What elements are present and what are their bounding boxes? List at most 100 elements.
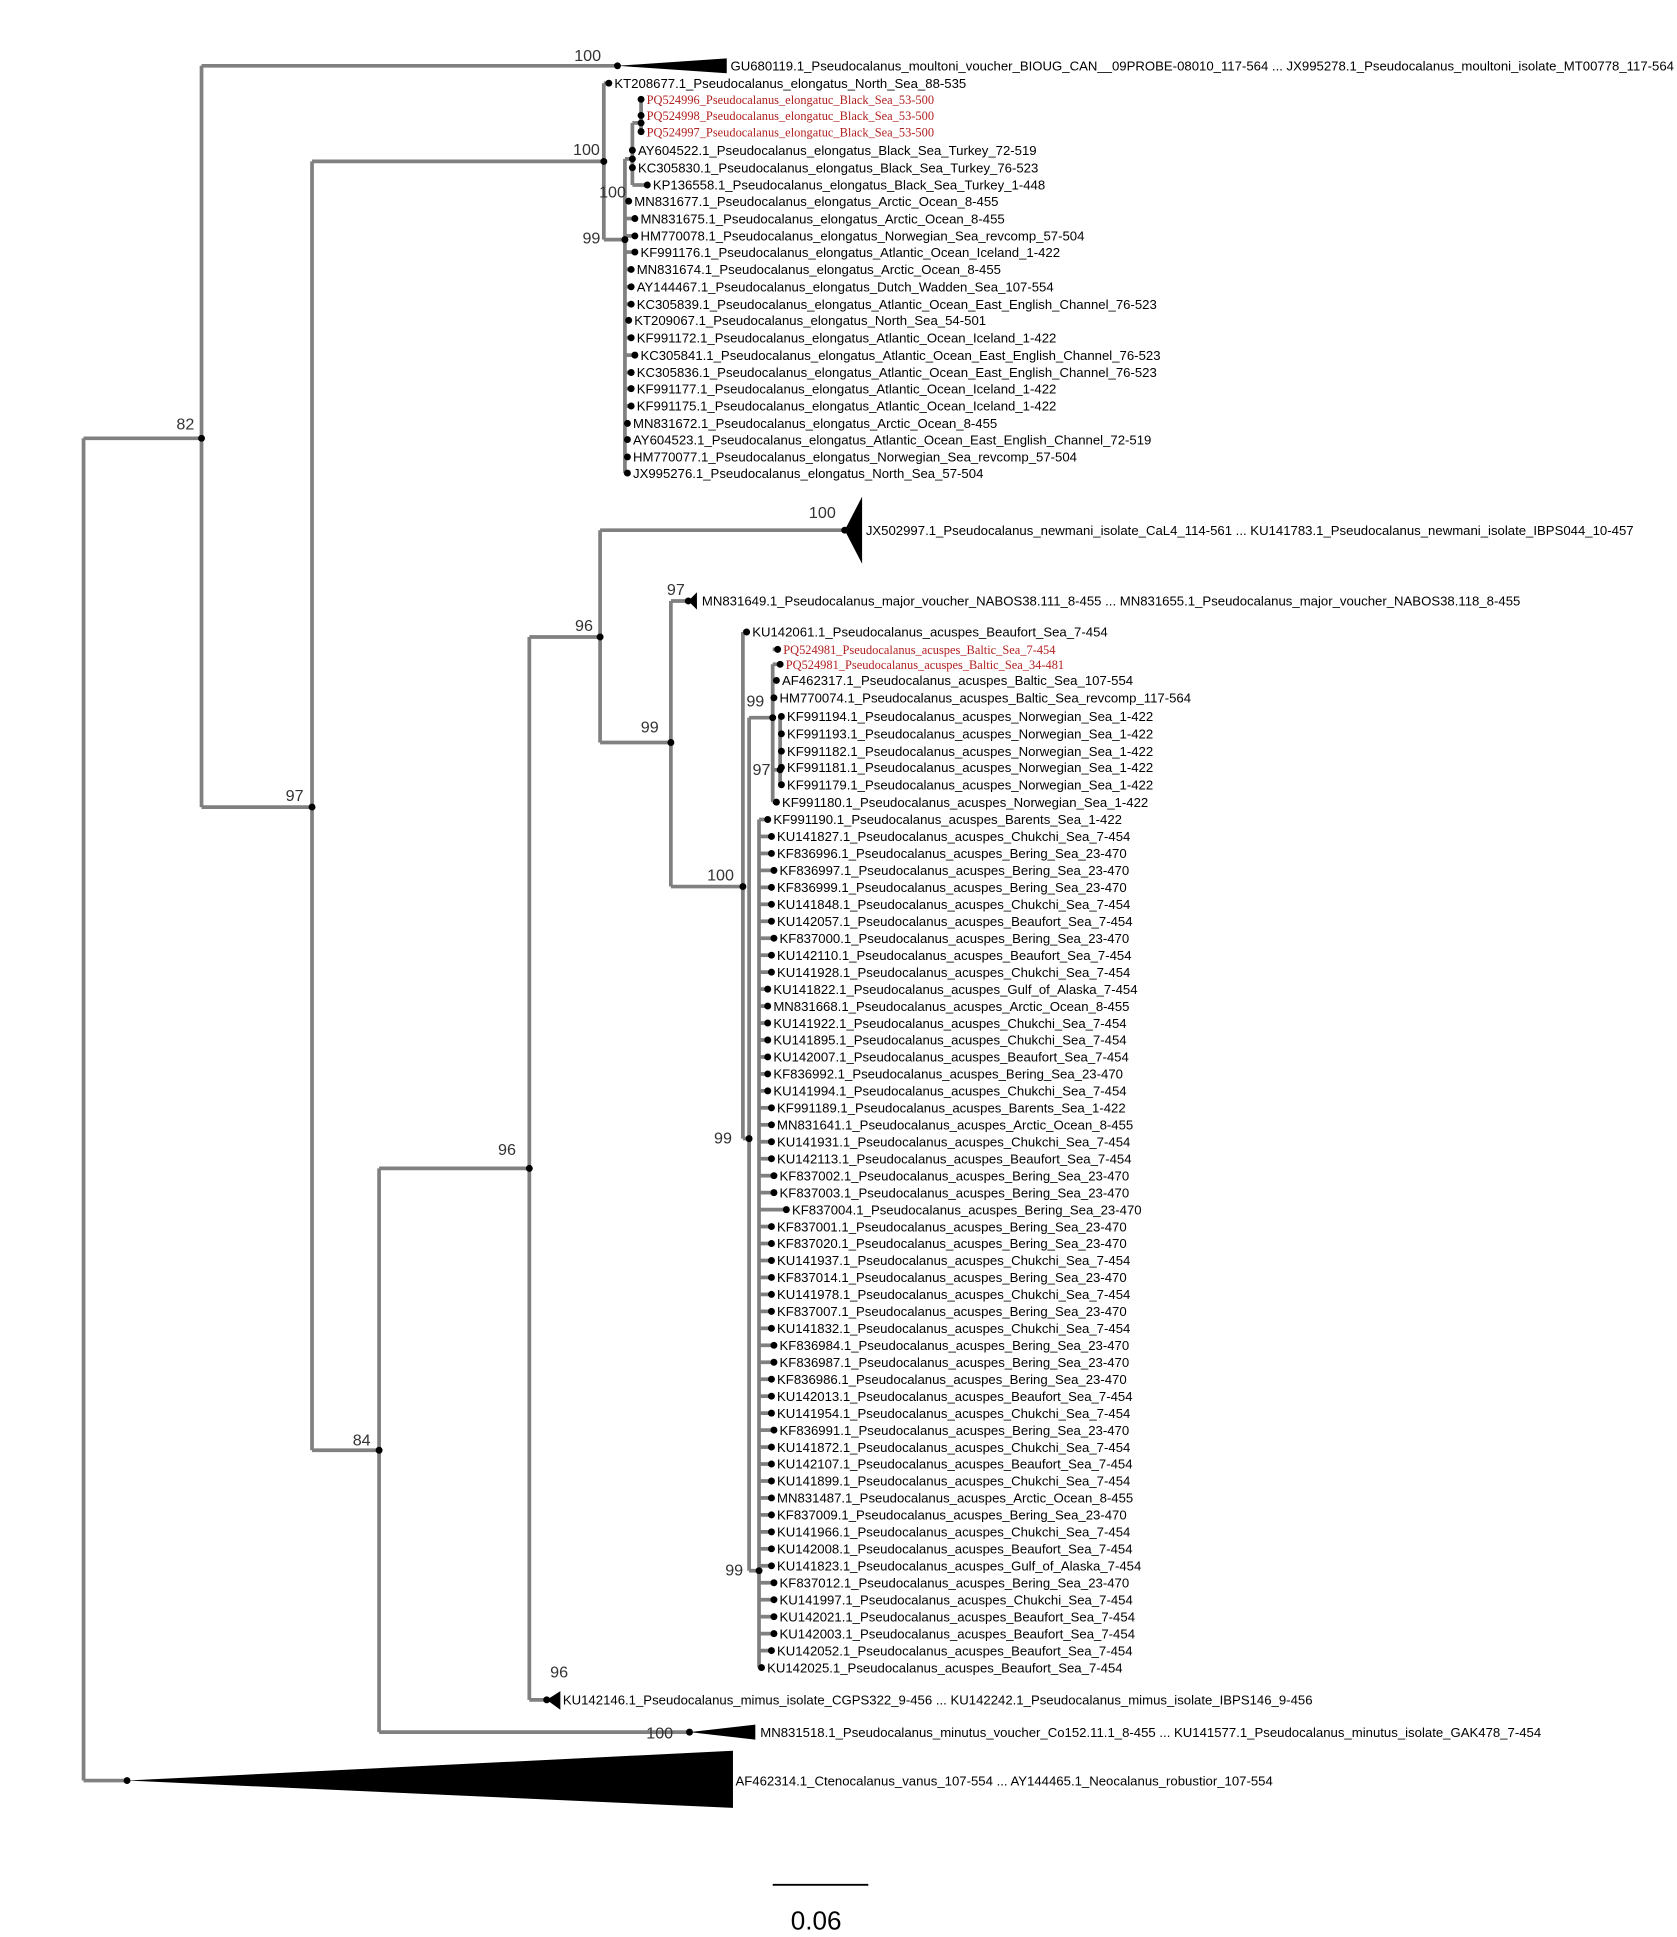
node-dot [770,1630,778,1638]
leaf-label: KU141899.1_Pseudocalanus_acuspes_Chukchi… [777,1474,1130,1489]
node-dot [767,1511,775,1519]
node-dot [770,1172,778,1180]
node-dot [770,1613,778,1621]
leaf-label: MN831487.1_Pseudocalanus_acuspes_Arctic_… [777,1491,1133,1506]
leaf-label: AY604523.1_Pseudocalanus_elongatus_Atlan… [633,432,1151,447]
leaf-label: KU142007.1_Pseudocalanus_acuspes_Beaufor… [773,1050,1129,1065]
node-dot [628,155,636,163]
new-sequence-label: PQ524997_Pseudocalanus_elongatuc_Black_S… [647,125,934,139]
leaf-label: KU141954.1_Pseudocalanus_acuspes_Chukchi… [777,1406,1130,1421]
leaf-label: KU142021.1_Pseudocalanus_acuspes_Beaufor… [780,1609,1136,1624]
node-dot [198,434,206,442]
bootstrap-value: 99 [725,1562,743,1580]
node-dot [767,951,775,959]
bootstrap-value: 97 [286,787,304,805]
node-dot [767,917,775,925]
node-dot [543,1696,551,1704]
node-dot [770,1358,778,1366]
leaf-label: KC305830.1_Pseudocalanus_elongatus_Black… [638,160,1038,175]
leaf-label: KU142057.1_Pseudocalanus_acuspes_Beaufor… [777,914,1133,929]
leaf-label: KF837007.1_Pseudocalanus_acuspes_Bering_… [777,1304,1127,1319]
node-dot [743,628,751,636]
bootstrap-value: 84 [353,1431,371,1449]
leaf-label: KU141872.1_Pseudocalanus_acuspes_Chukchi… [777,1440,1130,1455]
collapsed-clade-minutus [689,1724,756,1740]
node-dot [772,676,780,684]
node-dot [745,1135,753,1143]
scale-bar-label: 0.06 [791,1906,842,1936]
leaf-label: KF837004.1_Pseudocalanus_acuspes_Bering_… [792,1202,1142,1217]
node-dot [770,1426,778,1434]
node-dot [767,849,775,857]
leaf-label: KU142008.1_Pseudocalanus_acuspes_Beaufor… [777,1542,1133,1557]
leaf-label: KU141922.1_Pseudocalanus_acuspes_Chukchi… [773,1016,1126,1031]
collapsed-clade-newmani [844,496,863,564]
leaf-label: KF991189.1_Pseudocalanus_acuspes_Barents… [777,1101,1126,1116]
node-dot [637,111,645,119]
collapsed-clade-outgroup [127,1750,733,1808]
node-dot [770,866,778,874]
leaf-label: KF837003.1_Pseudocalanus_acuspes_Bering_… [780,1185,1130,1200]
leaf-label: KF837020.1_Pseudocalanus_acuspes_Bering_… [777,1236,1127,1251]
collapsed-clade-moultoni [617,58,727,74]
node-dot [627,334,635,342]
node-dot [777,781,785,789]
node-dot [770,1189,778,1197]
collapsed-label-outgroup: AF462314.1_Ctenocalanus_vanus_107-554 ..… [735,1773,1272,1788]
node-dot [621,236,629,244]
leaf-label: MN831641.1_Pseudocalanus_acuspes_Arctic_… [777,1118,1133,1133]
collapsed-label-major: MN831649.1_Pseudocalanus_major_voucher_N… [702,594,1520,609]
leaf-label: KU141928.1_Pseudocalanus_acuspes_Chukchi… [777,965,1130,980]
node-dot [774,645,782,653]
node-dot [631,248,639,256]
node-dot [770,1341,778,1349]
node-dot [764,1053,772,1061]
node-dot [770,934,778,942]
node-dot [767,1240,775,1248]
bootstrap-value: 82 [176,416,194,434]
node-dot [767,1494,775,1502]
node-dot [764,985,772,993]
bootstrap-value: 100 [599,183,626,201]
leaf-label: HM770078.1_Pseudocalanus_elongatus_Norwe… [640,229,1084,244]
leaf-label: KF836992.1_Pseudocalanus_acuspes_Bering_… [773,1067,1123,1082]
node-dot [776,660,784,668]
node-dot [123,1777,131,1785]
leaf-label: HM770077.1_Pseudocalanus_elongatus_Norwe… [633,450,1077,465]
node-dot [637,119,645,127]
node-dot [767,1647,775,1655]
node-dot [596,633,604,641]
leaf-label: KF991172.1_Pseudocalanus_elongatus_Atlan… [637,330,1057,345]
bootstrap-value: 99 [582,229,600,247]
leaf-label: KF837002.1_Pseudocalanus_acuspes_Bering_… [780,1168,1130,1183]
new-sequence-label: PQ524996_Pseudocalanus_elongatuc_Black_S… [647,93,934,107]
bootstrap-value: 100 [646,1724,673,1742]
leaf-label: KU141937.1_Pseudocalanus_acuspes_Chukchi… [777,1253,1130,1268]
node-dot [767,1121,775,1129]
leaf-label: AY144467.1_Pseudocalanus_elongatus_Dutch… [637,280,1054,295]
leaf-label: KU141895.1_Pseudocalanus_acuspes_Chukchi… [773,1033,1126,1048]
node-dot [767,883,775,891]
leaf-label: KF837014.1_Pseudocalanus_acuspes_Bering_… [777,1270,1127,1285]
leaf-label: MN831675.1_Pseudocalanus_elongatus_Arcti… [640,211,1004,226]
leaf-label: KF836991.1_Pseudocalanus_acuspes_Bering_… [780,1423,1130,1438]
new-sequence-label: PQ524998_Pseudocalanus_elongatuc_Black_S… [647,109,934,123]
node-dot [643,181,651,189]
node-dot [767,1477,775,1485]
node-dot [767,1545,775,1553]
node-dot [767,1562,775,1570]
node-dot [631,351,639,359]
leaf-label: KF991175.1_Pseudocalanus_elongatus_Atlan… [637,399,1057,414]
node-dot [764,1087,772,1095]
node-dot [777,763,785,771]
leaf-label: KF836987.1_Pseudocalanus_acuspes_Bering_… [780,1355,1130,1370]
leaf-label: AY604522.1_Pseudocalanus_elongatus_Black… [638,143,1037,158]
leaf-label: KF991176.1_Pseudocalanus_elongatus_Atlan… [640,245,1060,260]
bootstrap-value: 97 [667,581,685,599]
node-dot [767,968,775,976]
leaf-label: AF462317.1_Pseudocalanus_acuspes_Baltic_… [782,673,1133,688]
leaf-label: KP136558.1_Pseudocalanus_elongatus_Black… [653,178,1045,193]
node-dot [605,79,613,87]
bootstrap-value: 97 [753,761,771,779]
